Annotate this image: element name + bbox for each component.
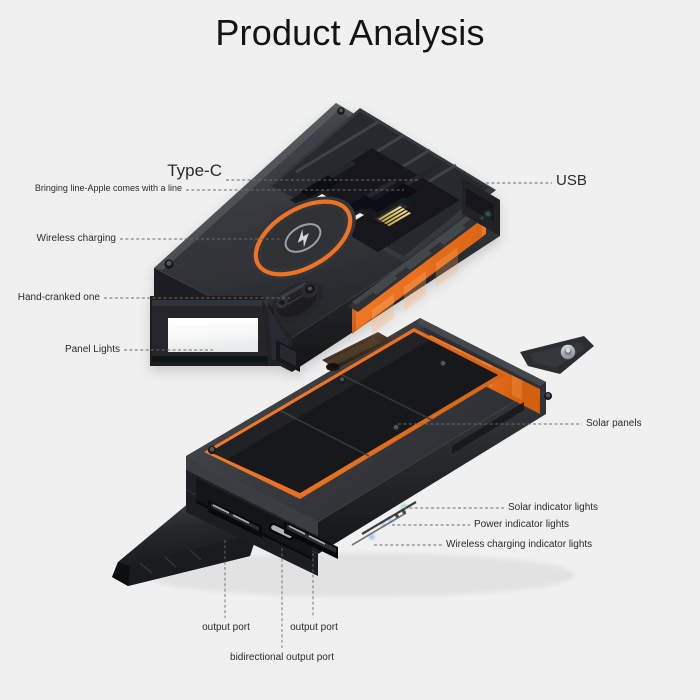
usb-housing <box>462 178 500 236</box>
cable-connector-usb-a <box>366 164 440 227</box>
usb-c-port <box>268 522 295 541</box>
wireless-indicator-led <box>369 534 375 540</box>
callout-label-solar-panels: Solar panels <box>586 418 642 429</box>
solar-panel-surface <box>204 328 506 499</box>
callout-label-output-port-right: output port <box>290 622 338 633</box>
usb-a-port-left <box>208 500 262 538</box>
leader-lines <box>104 179 582 648</box>
carabiner-tab <box>520 336 594 374</box>
qi-logo-icon <box>284 223 322 253</box>
callout-label-output-port-left: output port <box>202 622 250 633</box>
solar-indicator-led <box>401 504 407 510</box>
power-indicator-leds <box>381 510 406 526</box>
power-bank-top-unit <box>150 103 500 372</box>
callout-label-wireless-charging: Wireless charging <box>36 233 116 244</box>
callout-label-usb: USB <box>556 172 587 189</box>
callout-label-panel-lights: Panel Lights <box>64 344 120 355</box>
callout-label-solar-indicator-lights: Solar indicator lights <box>508 502 599 513</box>
callout-label-wireless-charging-indicator-lights: Wireless charging indicator lights <box>446 539 593 550</box>
orange-side-rail-upper <box>352 208 486 334</box>
callout-label-power-indicator-lights: Power indicator lights <box>474 519 570 530</box>
cable-connector-type-c <box>336 180 396 225</box>
cable-connector-lightning <box>300 161 356 205</box>
port-bezel <box>186 456 338 576</box>
callout-label-type-c: Type-C <box>167 161 222 180</box>
built-in-cables <box>300 161 440 227</box>
panel-light <box>150 296 274 366</box>
solar-panel-unit <box>112 318 594 597</box>
cable-bay <box>268 108 496 262</box>
callout-label-bidirectional-output-port: bidirectional output port <box>230 652 334 663</box>
callout-label-bringing-line: Bringing line-Apple comes with a line <box>34 183 182 193</box>
wireless-charging-pad <box>250 196 356 280</box>
page-title: Product Analysis <box>215 12 485 53</box>
orange-side-rail-lower <box>430 328 540 414</box>
usb-a-port-right <box>284 521 338 559</box>
hand-crank <box>270 281 324 323</box>
pull-strap <box>322 332 392 371</box>
extending-arm <box>112 497 262 586</box>
callout-label-hand-cranked-one: Hand-cranked one <box>17 292 100 303</box>
